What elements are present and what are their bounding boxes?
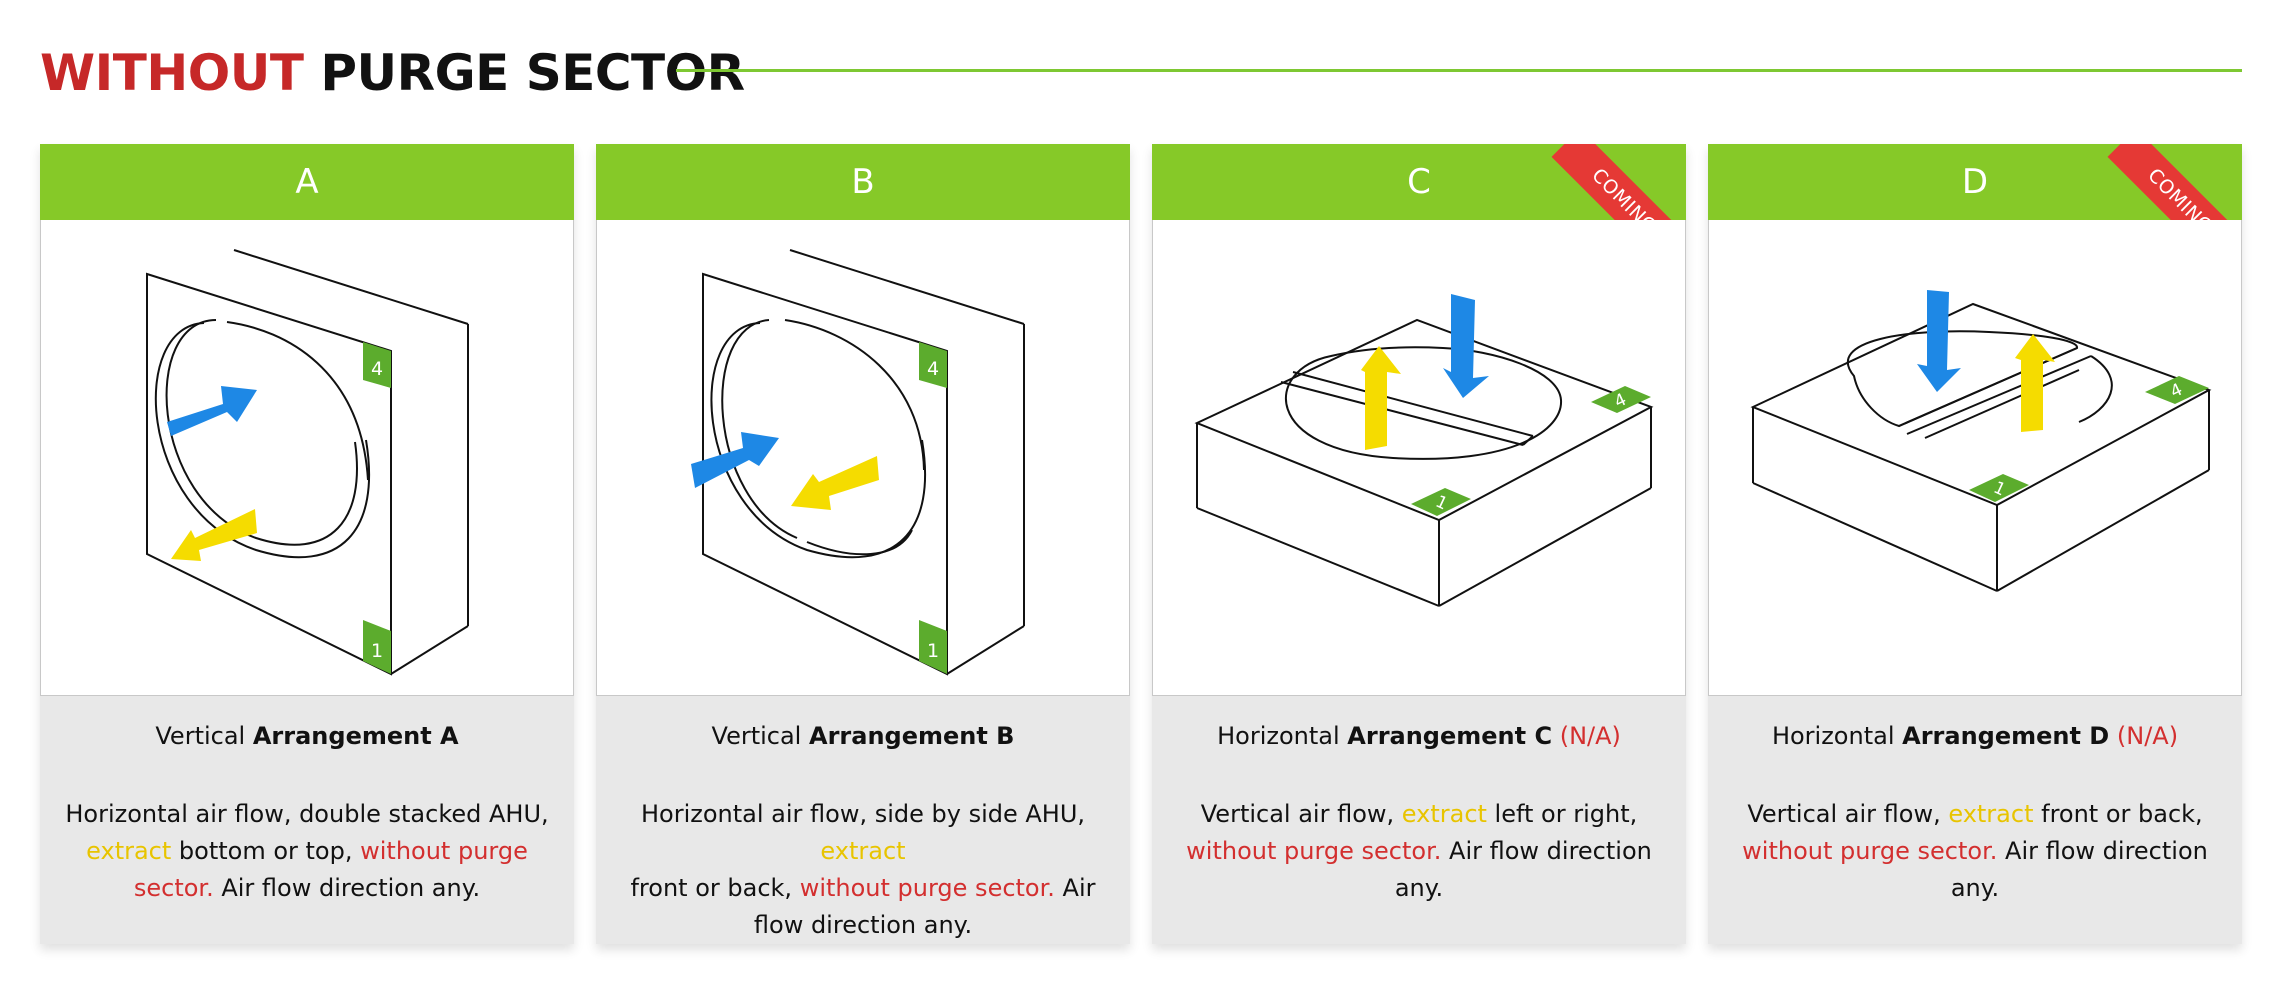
supply-arrow-icon xyxy=(1917,290,1961,392)
diagram-horizontal-d: 4 1 xyxy=(1708,220,2242,696)
svg-text:4: 4 xyxy=(371,358,383,380)
svg-text:1: 1 xyxy=(371,640,383,662)
extract-arrow-icon xyxy=(171,509,257,561)
arrangement-caption: Horizontal Arrangement C (N/A) xyxy=(1217,722,1621,750)
arrangement-description: Horizontal air flow, double stacked AHU,… xyxy=(65,800,549,902)
supply-arrow-icon xyxy=(1443,294,1489,398)
supply-arrow-icon xyxy=(691,432,779,488)
corner-label-bottom: 1 xyxy=(1969,474,2029,502)
card-arrangement-d: D COMING SOON 4 xyxy=(1708,144,2242,944)
corner-label-top: 4 xyxy=(363,342,391,388)
wheel-diagram-c: 4 1 xyxy=(1194,294,1654,607)
page-title: WITHOUT PURGE SECTOR xyxy=(40,38,745,108)
corner-label-bottom: 1 xyxy=(919,620,947,674)
wheel-diagram-d: 4 1 xyxy=(1750,290,2212,592)
not-available-tag: (N/A) xyxy=(1559,722,1621,750)
arrangement-caption: Vertical Arrangement B xyxy=(711,722,1015,750)
title-text: PURGE SECTOR xyxy=(320,44,745,102)
card-arrangement-c: C COMING SOON 4 xyxy=(1152,144,1686,944)
card-header: B xyxy=(596,144,1130,220)
svg-text:4: 4 xyxy=(927,358,939,380)
corner-label-bottom: 1 xyxy=(1411,488,1471,516)
supply-arrow-icon xyxy=(167,386,257,436)
wheel-diagram-a: 4 1 xyxy=(146,249,469,676)
card-arrangement-b: B 4 1 xyxy=(596,144,1130,944)
svg-text:1: 1 xyxy=(927,640,939,662)
card-arrangement-a: A 4 1 xyxy=(40,144,574,944)
wheel-diagram-b: 4 1 xyxy=(691,249,1025,676)
corner-label-top: 4 xyxy=(919,342,947,388)
extract-arrow-icon xyxy=(791,456,879,510)
title-highlight: WITHOUT xyxy=(40,44,304,102)
diagram-vertical-b: 4 1 xyxy=(596,220,1130,696)
arrangement-caption: Vertical Arrangement A xyxy=(155,722,459,750)
extract-arrow-icon xyxy=(2015,334,2055,432)
diagram-horizontal-c: 4 1 xyxy=(1152,220,1686,696)
corner-label-top: 4 xyxy=(1591,386,1651,413)
arrangement-description: Vertical air flow, extract left or right… xyxy=(1186,800,1652,902)
card-header: A xyxy=(40,144,574,220)
corner-label-bottom: 1 xyxy=(363,620,391,674)
extract-arrow-icon xyxy=(1361,346,1401,450)
corner-label-top: 4 xyxy=(2145,376,2209,404)
arrangement-description: Horizontal air flow, side by side AHU, e… xyxy=(630,800,1096,939)
title-divider xyxy=(676,69,2242,72)
arrangement-description: Vertical air flow, extract front or back… xyxy=(1742,800,2208,902)
diagram-vertical-a: 4 1 xyxy=(40,220,574,696)
not-available-tag: (N/A) xyxy=(2116,722,2179,750)
arrangement-caption: Horizontal Arrangement D (N/A) xyxy=(1771,722,2179,750)
